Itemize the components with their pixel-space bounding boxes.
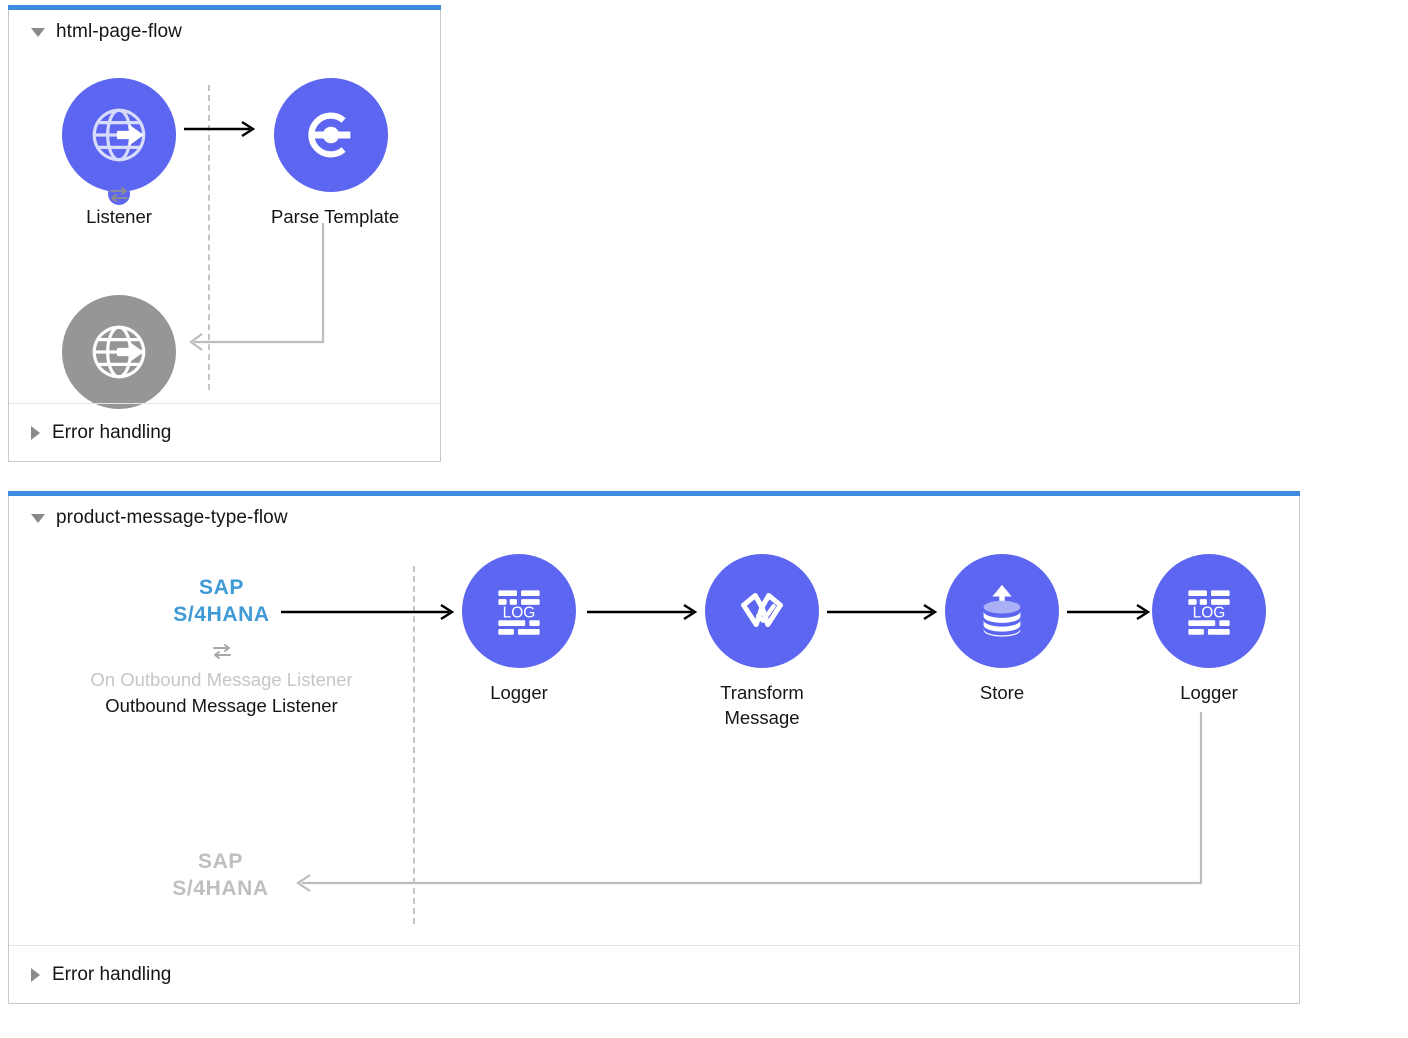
endpoint-sap-response[interactable]: SAP S/4HANA (139, 848, 302, 902)
node-parse-template[interactable]: Parse Template (271, 78, 400, 229)
node-label: Logger (490, 682, 548, 703)
flow-container-html-page-flow[interactable]: html-page-flow (8, 5, 441, 462)
sap-logo-line2: S/4HANA (172, 877, 269, 900)
node-store[interactable]: Store (942, 554, 1062, 705)
flow-source-rail (208, 85, 210, 390)
node-icon-container (62, 78, 176, 205)
node-logger-1[interactable]: LOG Logger (459, 554, 579, 705)
node-icon-container: LOG (462, 554, 576, 668)
globe-arrow-icon (92, 325, 146, 379)
sap-logo-line1: SAP (199, 576, 244, 599)
flow-accent-bar (8, 491, 1300, 496)
node-label: Store (979, 682, 1025, 703)
node-listener[interactable]: Listener (59, 78, 179, 229)
triangle-right-icon[interactable] (31, 967, 40, 982)
sap-logo-line2: S/4HANA (173, 603, 270, 626)
flow-source-rail (413, 566, 415, 924)
error-handling-label: Error handling (52, 963, 172, 985)
connector-logger-2-return (296, 712, 1203, 892)
node-icon-container (705, 554, 819, 668)
log-lines-icon: LOG (1188, 590, 1230, 635)
triangle-down-icon[interactable] (31, 513, 45, 523)
connector-parse-template-return (189, 223, 325, 351)
connector-logger-1-to-transform-message (587, 603, 698, 621)
node-label: Listener (86, 206, 152, 227)
node-label: Parse Template (271, 206, 400, 227)
node-listener-response[interactable] (59, 295, 179, 409)
node-logger-2[interactable]: LOG Logger (1149, 554, 1269, 705)
node-transform-message[interactable]: Transform Message (702, 554, 822, 730)
node-icon-container: LOG (1152, 554, 1266, 668)
endpoint-connector-label: On Outbound Message Listener (90, 669, 353, 690)
flow-title: product-message-type-flow (56, 507, 288, 528)
error-handling-strip[interactable]: Error handling (9, 403, 440, 461)
globe-arrow-icon (92, 108, 146, 162)
flow-title: html-page-flow (56, 21, 183, 42)
connector-store-to-logger-2 (1067, 603, 1151, 621)
endpoint-outbound-message-listener[interactable]: SAP S/4HANA On Outbound Message Listener… (49, 574, 394, 719)
log-icon-text: LOG (1193, 605, 1226, 622)
database-upload-icon (983, 584, 1021, 637)
triangle-right-icon[interactable] (31, 425, 40, 440)
node-label: Logger (1180, 682, 1238, 703)
flow-header[interactable]: html-page-flow (9, 10, 182, 54)
triangle-down-icon[interactable] (31, 27, 45, 37)
node-icon-container (62, 295, 176, 409)
exchange-arrows-icon (212, 644, 231, 659)
endpoint-label: Outbound Message Listener (105, 695, 338, 716)
exchange-arrows-icon (108, 183, 130, 205)
flow-header[interactable]: product-message-type-flow (9, 496, 288, 540)
node-icon-container (274, 78, 388, 192)
error-handling-strip[interactable]: Error handling (9, 945, 1299, 1003)
error-handling-label: Error handling (52, 421, 172, 443)
flow-container-product-message-type-flow[interactable]: product-message-type-flow SAP S/4HANA On… (8, 491, 1300, 1004)
log-icon-text: LOG (503, 605, 536, 622)
parse-template-icon (308, 112, 351, 158)
node-icon-container (945, 554, 1059, 668)
connector-transform-message-to-store (827, 603, 938, 621)
flow-accent-bar (8, 5, 441, 10)
node-label: Transform Message (720, 682, 804, 728)
sap-logo-line1: SAP (198, 850, 243, 873)
connector-listener-to-parse-template (184, 120, 256, 138)
log-lines-icon: LOG (498, 590, 540, 635)
dataweave-icon (741, 592, 783, 628)
